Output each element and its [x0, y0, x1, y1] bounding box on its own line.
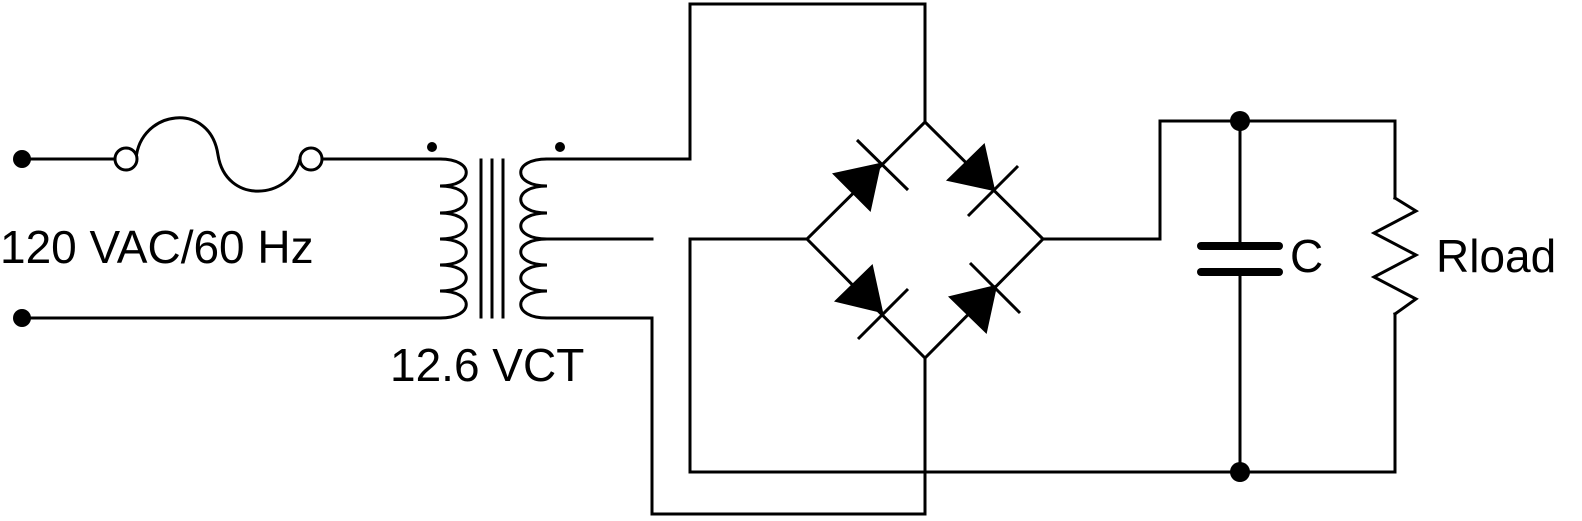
diode-bottom-left	[833, 264, 910, 341]
capacitor	[1197, 119, 1283, 474]
bridge-negative-wire	[688, 237, 1242, 474]
bridge-rectifier	[804, 119, 1046, 361]
capacitor-label: C	[1290, 230, 1323, 282]
secondary-bottom-wire	[545, 316, 927, 516]
bridge-positive-wire	[1041, 119, 1242, 241]
diode-top-left	[831, 138, 910, 213]
load-resistor	[1370, 119, 1420, 474]
secondary-phase-dot	[555, 142, 565, 152]
primary-phase-dot	[427, 142, 437, 152]
secondary-coil	[519, 157, 549, 320]
primary-coil	[438, 157, 468, 320]
transformer	[427, 142, 565, 320]
bridge-diamond	[804, 119, 1046, 361]
source-label: 120 VAC/60 Hz	[0, 221, 314, 273]
junction-dot-top	[1230, 111, 1250, 131]
junction-dot-bottom	[1230, 462, 1250, 482]
fuse	[20, 116, 442, 193]
load-label: Rload	[1436, 230, 1556, 282]
transformer-label: 12.6 VCT	[390, 339, 584, 391]
diode-bottom-right	[947, 261, 1022, 334]
diode-top-right	[945, 143, 1020, 218]
secondary-top-wire	[545, 2, 927, 161]
